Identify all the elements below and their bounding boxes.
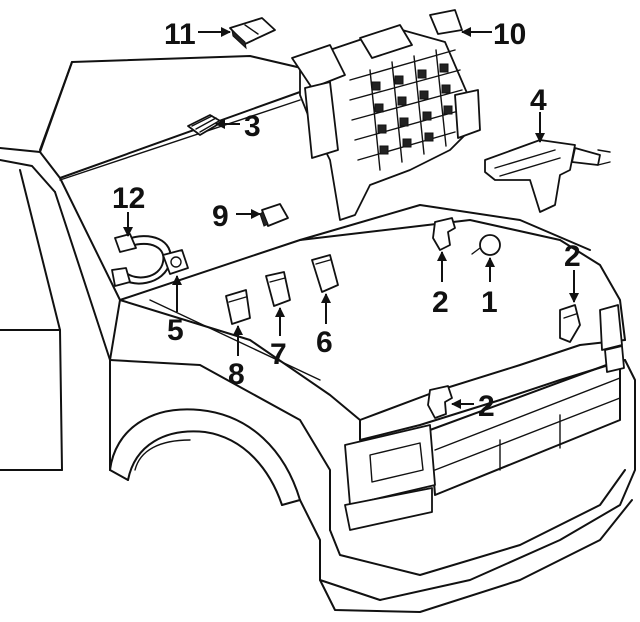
callout-2-right: 2 [564, 240, 581, 273]
callout-2-top: 2 [432, 286, 449, 319]
leader-lines [123, 27, 579, 409]
callout-labels: 11 10 3 4 9 12 5 2 1 2 6 7 8 2 [112, 18, 581, 423]
callout-12: 12 [112, 182, 145, 215]
module-4 [484, 139, 611, 213]
callout-8: 8 [228, 358, 245, 391]
callout-7: 7 [270, 338, 287, 371]
relay-11 [229, 17, 276, 50]
callout-9: 9 [212, 200, 229, 233]
callout-6: 6 [316, 326, 333, 359]
fuse-junction-block [291, 9, 481, 221]
relay-9 [259, 203, 289, 227]
part-6 [311, 254, 339, 293]
callout-2-bottom: 2 [478, 390, 495, 423]
part-1 [471, 234, 501, 256]
callout-11: 11 [164, 18, 196, 51]
callout-1: 1 [481, 286, 498, 319]
wiring-harness-12 [111, 233, 172, 287]
part-7 [265, 271, 291, 307]
bulb-socket-2b [559, 304, 581, 343]
sensor-5 [162, 249, 189, 275]
callout-5: 5 [167, 314, 184, 347]
headlight-right [599, 304, 623, 351]
callout-4: 4 [530, 84, 547, 117]
callout-3: 3 [244, 110, 261, 143]
part-8 [225, 289, 251, 325]
callout-10: 10 [493, 18, 526, 51]
bulb-socket-2a [432, 217, 456, 251]
bulb-socket-2c [427, 385, 453, 419]
